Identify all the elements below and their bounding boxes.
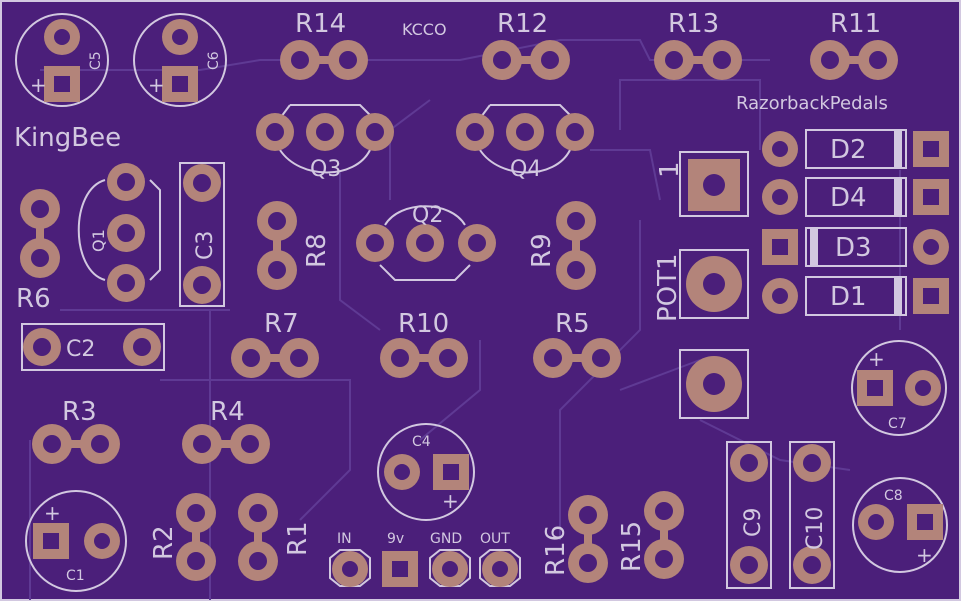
r5-label: R5 [555, 309, 590, 339]
code-label: KCCO [402, 20, 447, 39]
board-title: KingBee [14, 123, 121, 153]
capacitor-c8: C8 + [852, 477, 948, 573]
r15-label: R15 [617, 521, 647, 572]
c2-label: C2 [66, 337, 95, 362]
c6-label: C6 [206, 51, 222, 70]
diode-d4: D4 [762, 177, 949, 217]
r8-label: R8 [302, 233, 332, 268]
q1-label: Q1 [89, 229, 108, 252]
potentiometer-pot1: 1 POT1 [653, 151, 749, 419]
c1-plus: + [44, 501, 61, 525]
resistor-r10: R10 [380, 309, 468, 378]
c8-label: C8 [884, 488, 903, 504]
brand-label: RazorbackPedals [736, 93, 888, 114]
r2-label: R2 [149, 525, 179, 560]
resistor-r13: R13 [654, 9, 742, 80]
c6-plus: + [148, 73, 165, 97]
resistor-r5: R5 [533, 309, 621, 378]
resistor-r15: R15 [617, 491, 684, 579]
transistor-q2: Q2 [356, 203, 496, 281]
r1-label: R1 [283, 521, 313, 556]
connector-header: IN 9v GND OUT [329, 531, 521, 587]
capacitor-c3: C3 [179, 162, 225, 307]
resistor-r6: R6 [16, 189, 60, 314]
diode-d1: D1 [762, 276, 949, 316]
resistor-r2: R2 [149, 493, 216, 581]
c8-plus: + [916, 543, 933, 567]
connector-gnd-label: GND [430, 531, 462, 547]
capacitor-c9: C9 [726, 441, 772, 589]
c4-plus: + [442, 489, 459, 513]
resistor-r14: R14 [280, 9, 368, 80]
r6-label: R6 [16, 284, 51, 314]
capacitor-c2: C2 [21, 323, 165, 371]
c10-label: C10 [803, 507, 828, 550]
q3-label: Q3 [310, 157, 341, 182]
diode-d3: D3 [762, 227, 949, 267]
connector-9v-label: 9v [387, 531, 404, 547]
r4-label: R4 [210, 397, 245, 427]
capacitor-c5: + C5 [15, 13, 109, 107]
capacitor-c1: + C1 [25, 490, 127, 592]
transistor-q4: Q4 [456, 104, 594, 182]
r7-label: R7 [264, 309, 299, 339]
c9-label: C9 [741, 508, 766, 537]
resistor-r3: R3 [32, 397, 120, 464]
r10-label: R10 [398, 309, 449, 339]
connector-out-label: OUT [480, 531, 510, 547]
c7-plus: + [868, 347, 885, 371]
r11-label: R11 [830, 9, 881, 39]
d3-label: D3 [835, 233, 872, 263]
resistor-r7: R7 [231, 309, 319, 378]
capacitor-c10: C10 [789, 441, 835, 589]
capacitor-c7: + C7 [851, 340, 947, 436]
q4-label: Q4 [510, 157, 541, 182]
d1-label: D1 [830, 282, 867, 312]
resistor-r4: R4 [182, 397, 270, 464]
q2-label: Q2 [412, 203, 443, 228]
d2-label: D2 [830, 135, 867, 165]
pot-pin-label: 1 [655, 161, 685, 178]
c3-label: C3 [193, 231, 218, 260]
c4-label: C4 [412, 434, 431, 450]
diode-d2: D2 [762, 129, 949, 169]
connector-in-label: IN [337, 531, 352, 547]
d4-label: D4 [830, 183, 867, 213]
r13-label: R13 [668, 9, 719, 39]
capacitor-c6: + C6 [133, 13, 227, 107]
r16-label: R16 [541, 525, 571, 576]
c5-label: C5 [88, 51, 104, 70]
resistor-r8: R8 [257, 201, 332, 290]
c1-label: C1 [66, 568, 85, 584]
transistor-q3: Q3 [256, 104, 394, 182]
r12-label: R12 [497, 9, 548, 39]
resistor-r9: R9 [527, 201, 596, 290]
r14-label: R14 [295, 9, 346, 39]
resistor-r16: R16 [541, 495, 608, 583]
pot1-label: POT1 [653, 253, 683, 322]
r3-label: R3 [62, 397, 97, 427]
c5-plus: + [30, 73, 47, 97]
transistor-q1: Q1 [77, 163, 161, 302]
r9-label: R9 [527, 233, 557, 268]
resistor-r11: R11 [810, 9, 898, 80]
resistor-r12: R12 [482, 9, 570, 80]
resistor-r1: R1 [238, 493, 313, 581]
capacitor-c4: C4 + [377, 423, 475, 521]
c7-label: C7 [888, 416, 907, 432]
